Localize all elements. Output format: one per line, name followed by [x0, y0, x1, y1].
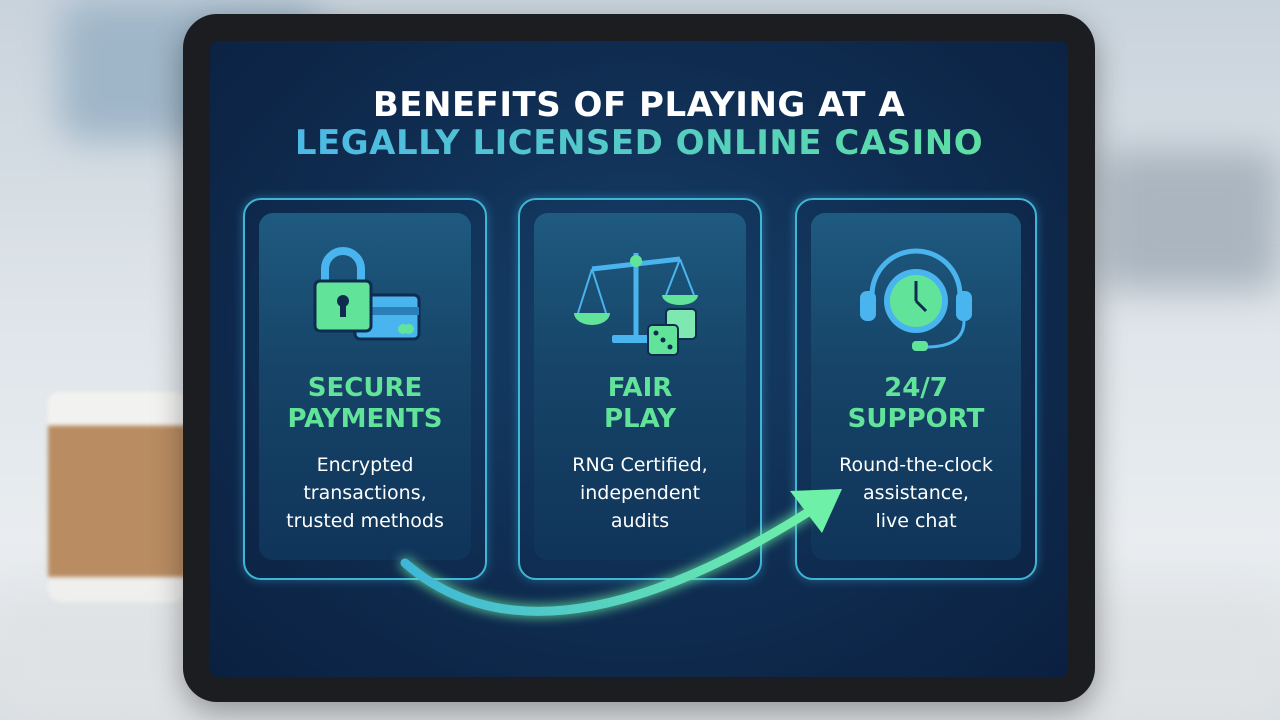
coffee-cup — [48, 392, 186, 602]
title-line-2: LEGALLY LICENSED ONLINE CASINO — [210, 123, 1068, 163]
tablet-screen: BENEFITS OF PLAYING AT A LEGALLY LICENSE… — [210, 41, 1068, 677]
scales-dice-icon — [574, 253, 698, 356]
tablet: BENEFITS OF PLAYING AT A LEGALLY LICENSE… — [183, 14, 1095, 702]
lock-credit-card-icon — [313, 247, 421, 341]
title-line-1: BENEFITS OF PLAYING AT A — [372, 85, 906, 125]
headset-clock-icon — [860, 248, 972, 351]
background-shelf — [1100, 150, 1280, 290]
